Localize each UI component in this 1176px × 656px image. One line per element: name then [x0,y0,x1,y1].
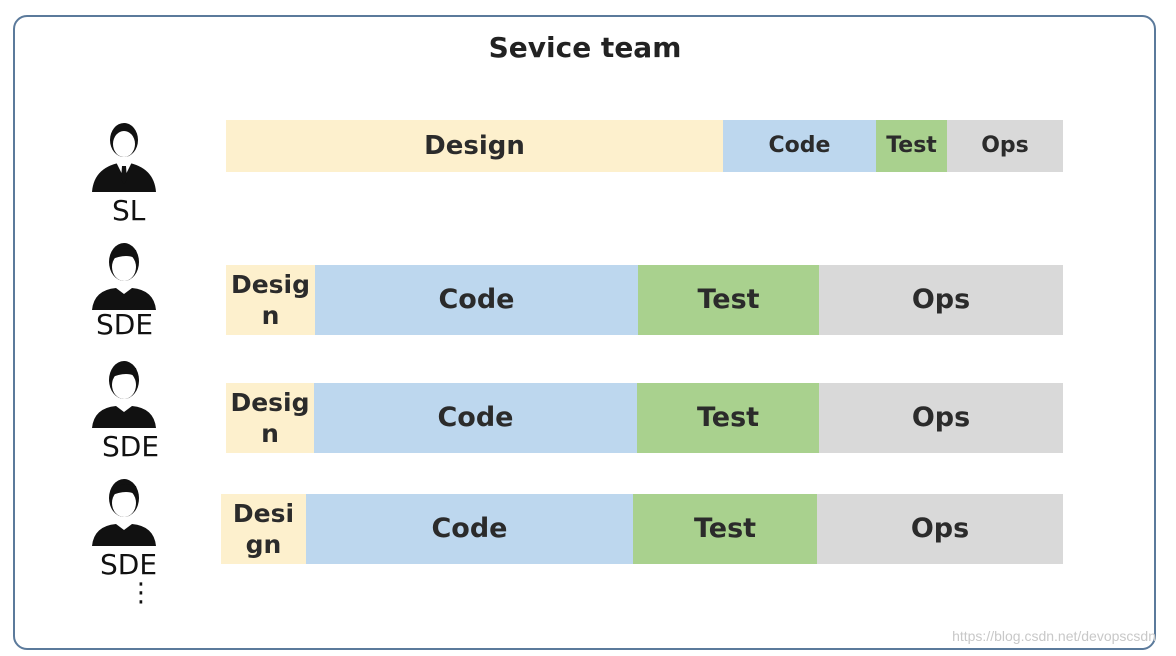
role-label: SL [112,194,146,227]
design-segment: Design [226,265,315,335]
timeline-bar: Design Code Test Ops [226,120,1063,172]
test-segment: Test [637,383,819,453]
test-segment: Test [638,265,819,335]
ops-segment: Ops [819,383,1063,453]
code-segment: Code [723,120,876,172]
role-label: SDE [102,430,160,463]
design-segment: Design [226,120,723,172]
test-segment: Test [876,120,947,172]
engineer-avatar-icon [88,472,168,548]
design-segment: Design [226,383,314,453]
timeline-bar: Design Code Test Ops [226,383,1063,453]
diagram-title: Sevice team [488,31,682,64]
timeline-bar: Design Code Test Ops [221,494,1063,564]
design-segment: Design [221,494,306,564]
code-segment: Code [306,494,633,564]
code-segment: Code [315,265,638,335]
manager-avatar-icon [88,118,168,194]
more-rows-indicator: ⋮ [128,578,154,608]
ops-segment: Ops [819,265,1063,335]
code-segment: Code [314,383,637,453]
role-label: SDE [100,548,158,581]
ops-segment: Ops [947,120,1063,172]
role-label: SDE [96,308,154,341]
engineer-avatar-icon [88,354,168,430]
timeline-bar: Design Code Test Ops [226,265,1063,335]
watermark: https://blog.csdn.net/devopscsdn [952,628,1156,644]
test-segment: Test [633,494,817,564]
engineer-avatar-icon [88,236,168,312]
ops-segment: Ops [817,494,1063,564]
